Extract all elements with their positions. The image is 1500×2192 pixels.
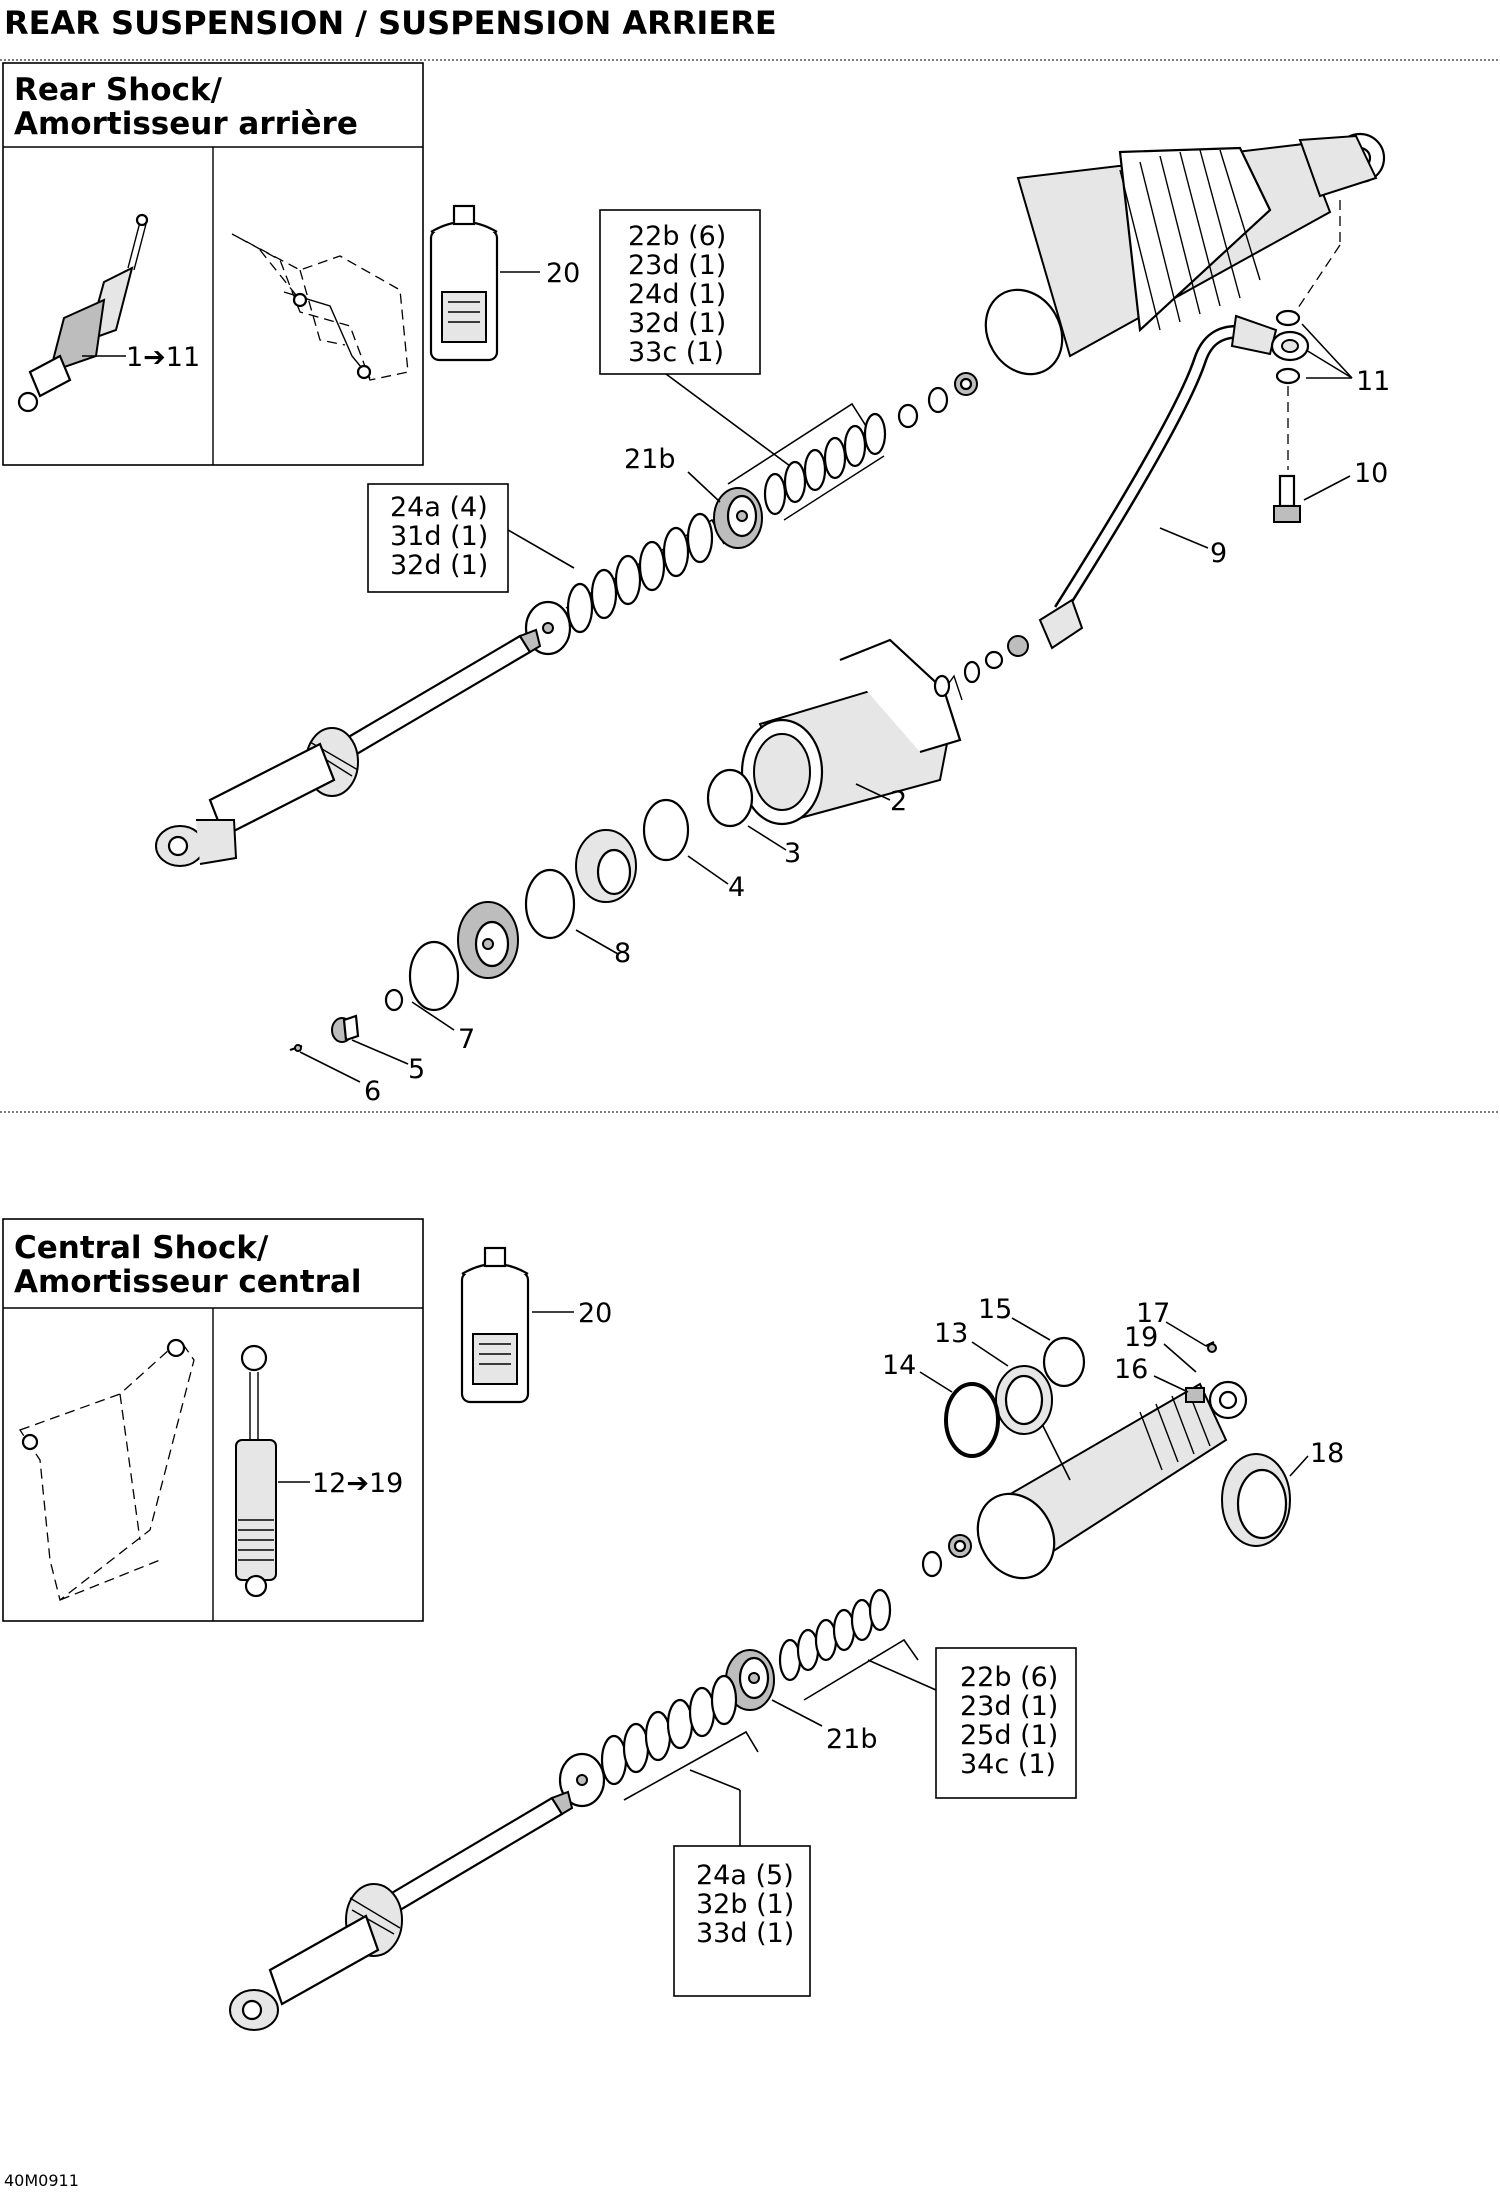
label-18-central: 18 <box>1310 1438 1344 1469</box>
kit-item: 33c (1) <box>628 337 724 368</box>
figure-code: 40M0911 <box>4 2171 79 2190</box>
rear-ring-3 <box>706 768 754 828</box>
central-piston-21b <box>725 1649 775 1711</box>
rear-frame-thumbnail <box>231 233 409 381</box>
kit-item: 32b (1) <box>696 1889 794 1920</box>
label-7-rear: 7 <box>458 1024 475 1055</box>
central-oring-14 <box>944 1382 1000 1458</box>
rear-spring-stack-upper <box>763 412 887 521</box>
label-3-rear: 3 <box>784 838 801 869</box>
label-8-rear: 8 <box>614 938 631 969</box>
label-21b-central: 21b <box>826 1724 878 1755</box>
label-14-central: 14 <box>882 1350 916 1381</box>
rear-reservoir <box>740 638 963 826</box>
kit-item: 32d (1) <box>390 550 488 581</box>
central-box-title-en: Central Shock/ <box>14 1230 269 1266</box>
label-21b-rear: 21b <box>624 444 676 475</box>
page-title: REAR SUSPENSION / SUSPENSION ARRIERE <box>4 4 777 42</box>
kit-item: 25d (1) <box>960 1720 1058 1751</box>
central-spring-stack-lower <box>600 1674 738 1786</box>
rear-kit-lower-box: 24a (4) 31d (1) 32d (1) <box>367 483 509 593</box>
rear-spring-stack-lower <box>566 512 714 634</box>
rear-shock-thumbnail <box>17 213 149 413</box>
central-kit-lower-box: 24a (5) 32b (1) 33d (1) <box>673 1845 811 1997</box>
central-shock-thumbnail <box>235 1344 277 1598</box>
label-17-central: 17 <box>1136 1298 1170 1329</box>
rear-box-title-en: Rear Shock/ <box>14 72 223 108</box>
label-20-rear: 20 <box>546 258 580 289</box>
central-box-title-fr: Amortisseur central <box>14 1264 362 1300</box>
kit-item: 23d (1) <box>960 1691 1058 1722</box>
central-range-label: 12➔19 <box>312 1468 403 1499</box>
rear-hose-9 <box>933 314 1278 698</box>
kit-item: 33d (1) <box>696 1918 794 1949</box>
label-15-central: 15 <box>978 1294 1012 1325</box>
label-6-rear: 6 <box>364 1076 381 1107</box>
label-5-rear: 5 <box>408 1054 425 1085</box>
kit-item: 24a (4) <box>390 492 488 523</box>
kit-item: 31d (1) <box>390 521 488 552</box>
rear-shock-body <box>984 132 1386 376</box>
rear-piston-21b <box>713 487 763 549</box>
rear-shock-shaft <box>155 628 542 867</box>
kit-item: 32d (1) <box>628 308 726 339</box>
central-shock-body <box>976 1380 1248 1580</box>
rear-banjo-fitting <box>1270 309 1310 385</box>
kit-item: 34c (1) <box>960 1749 1056 1780</box>
label-16-central: 16 <box>1114 1354 1148 1385</box>
rear-nut-washer <box>897 372 978 429</box>
rear-valve-5 <box>331 1014 360 1043</box>
kit-item: 22b (6) <box>960 1662 1058 1693</box>
label-19-central: 19 <box>1124 1322 1158 1353</box>
central-frame-thumbnail <box>18 1338 195 1602</box>
rear-diaphragm-7 <box>408 940 460 1012</box>
label-9-rear: 9 <box>1210 538 1227 569</box>
central-shock-shaft <box>229 1790 574 2031</box>
label-20-central: 20 <box>578 1298 612 1329</box>
kit-item: 23d (1) <box>628 250 726 281</box>
label-11-rear: 11 <box>1356 366 1390 397</box>
rear-shock-section: Rear Shock/ Amortisseur arrière 1➔11 <box>2 62 1390 1107</box>
central-shock-section: Central Shock/ Amortisseur central 12➔19 <box>2 1218 1344 2031</box>
rear-box-title-fr: Amortisseur arrière <box>14 106 358 142</box>
rear-snap-ring-4 <box>642 798 690 862</box>
rear-bolt-10 <box>1273 474 1301 523</box>
central-spring-stack-upper <box>778 1588 892 1682</box>
kit-item: 22b (6) <box>628 221 726 252</box>
rear-shock-box: Rear Shock/ Amortisseur arrière 1➔11 <box>2 62 424 466</box>
rear-range-label: 1➔11 <box>126 342 200 373</box>
central-shock-box: Central Shock/ Amortisseur central 12➔19 <box>2 1218 424 1622</box>
rear-oring-8 <box>524 868 576 940</box>
kit-item: 24a (5) <box>696 1860 794 1891</box>
oil-bottle-part <box>429 204 499 362</box>
label-10-rear: 10 <box>1354 458 1388 489</box>
label-2-rear: 2 <box>890 786 907 817</box>
central-kit-upper-box: 22b (6) 23d (1) 25d (1) 34c (1) <box>935 1647 1077 1799</box>
label-13-central: 13 <box>934 1318 968 1349</box>
kit-item: 24d (1) <box>628 279 726 310</box>
central-oil-bottle <box>460 1246 530 1404</box>
label-4-rear: 4 <box>728 872 745 903</box>
central-disc-15 <box>1042 1336 1086 1388</box>
rear-kit-upper-box: 22b (6) 23d (1) 24d (1) 32d (1) 33c (1) <box>599 209 761 375</box>
